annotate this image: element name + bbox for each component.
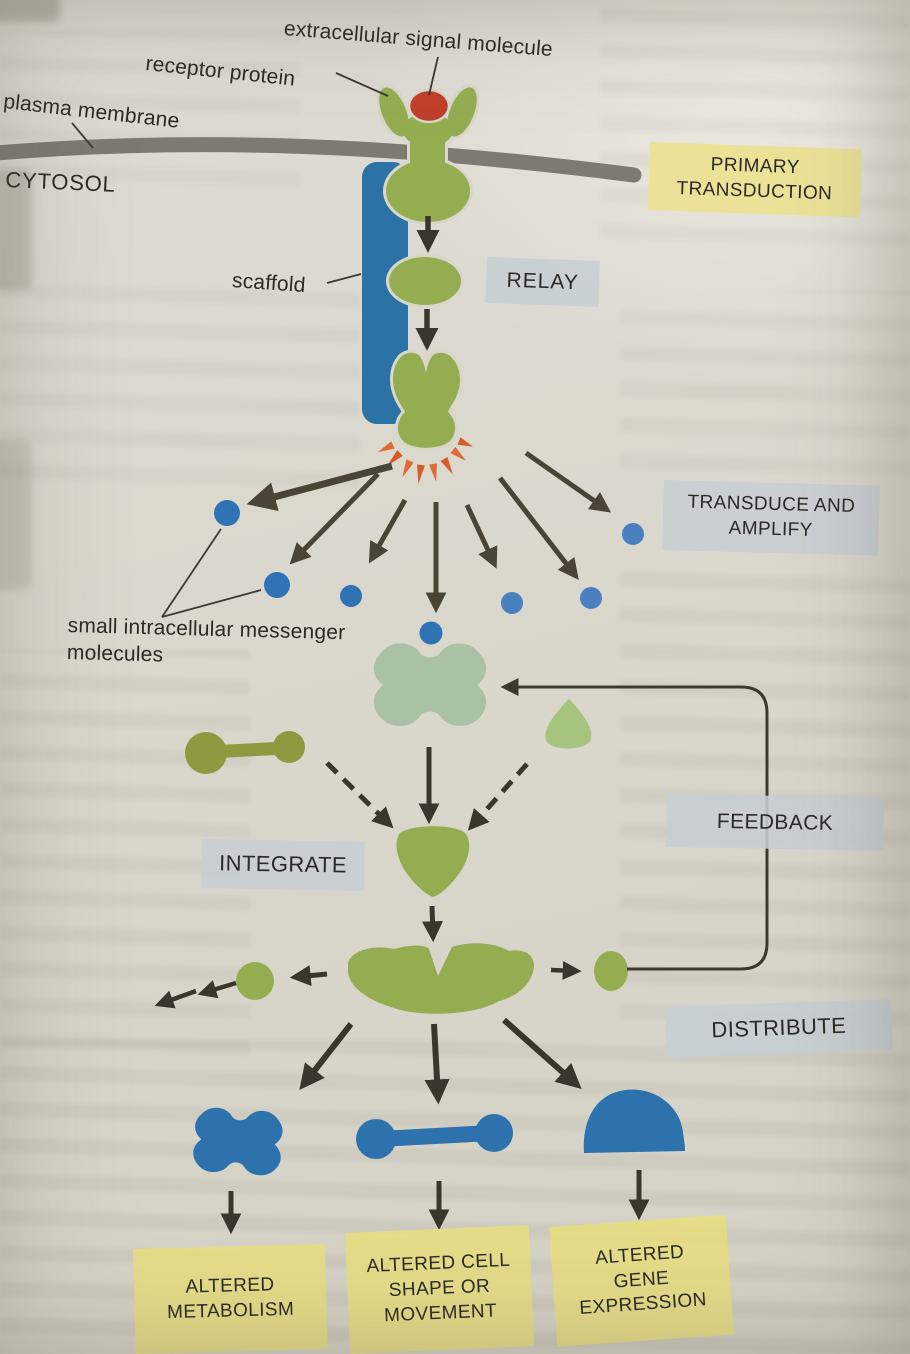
distribute-arrows [299, 1017, 582, 1105]
leader-lines [71, 56, 439, 618]
outcome-box-altered-cell-shape: ALTERED CELL SHAPE OR MOVEMENT [345, 1224, 535, 1354]
integrator-protein-shape [396, 826, 470, 897]
label-cytosol: CYTOSOL [4, 166, 117, 197]
outcome-arrows [220, 1170, 650, 1235]
distributor-side-outputs [154, 951, 628, 1009]
dumbbell-protein-shape [185, 731, 305, 774]
outcome-box-altered-metabolism: ALTERED METABOLISM [133, 1243, 328, 1354]
relay-molecule-shape [389, 257, 461, 305]
relay-arrows [415, 216, 440, 351]
distributor-protein-shape [348, 943, 535, 1014]
integrate-arrows [325, 747, 529, 831]
integrator-output-arrow [422, 905, 444, 943]
receptor-protein-shape [379, 87, 477, 222]
label-scaffold: scaffold [231, 268, 307, 298]
effector-dumbbell-shape [356, 1114, 513, 1159]
stage-box-primary-transduction: PRIMARY TRANSDUCTION [647, 142, 862, 218]
activated-kinase-shape [392, 352, 460, 448]
stage-box-relay: RELAY [485, 257, 600, 307]
messenger-dots [214, 500, 644, 645]
label-small-messengers: small intracellular messenger molecules [66, 613, 346, 667]
effector-dome-shape [583, 1089, 685, 1153]
stage-box-feedback: FEEDBACK [666, 794, 884, 851]
stage-box-distribute: DISTRIBUTE [665, 999, 893, 1058]
activation-rays [377, 437, 473, 484]
signal-molecule-shape [407, 88, 451, 124]
plasma-membrane-band [0, 137, 642, 183]
stage-box-integrate: INTEGRATE [201, 839, 365, 891]
teardrop-protein-shape [545, 699, 592, 749]
stage-box-transduce-and-amplify: TRANSDUCE AND AMPLIFY [662, 480, 880, 556]
outcome-box-altered-gene-expression: ALTERED GENE EXPRESSION [549, 1214, 734, 1347]
signal-fan-arrows [246, 450, 612, 614]
effector-cross-shape [193, 1107, 283, 1176]
x-protein-shape [373, 643, 487, 726]
